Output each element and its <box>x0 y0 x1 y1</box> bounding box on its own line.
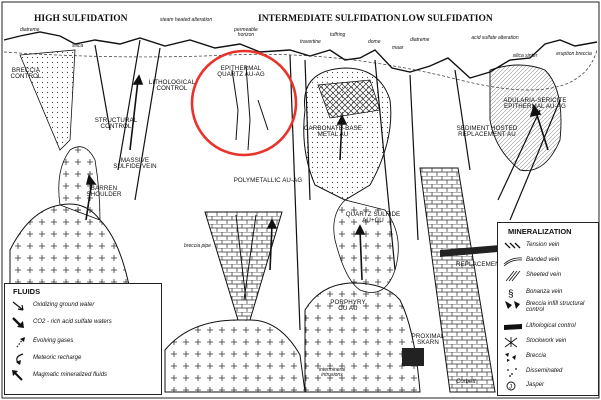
left-stock <box>58 146 101 221</box>
mineral-item-label: Stockwork vein <box>526 338 567 344</box>
label-replacement: REPLACEMENT <box>456 261 504 268</box>
label-permeable-horizon: permeable horizon <box>234 27 258 38</box>
breccia-infill-icon <box>505 301 520 309</box>
label-proximal-skarn: PROXIMAL SKARN <box>411 333 445 347</box>
fluids-item-label: CO2 - rich acid sulfate waters <box>33 319 112 325</box>
svg-text:§: § <box>508 289 514 299</box>
fluids-legend: FLUIDS Oxidizing ground water CO2 - rich… <box>4 283 162 395</box>
breccia-icon <box>505 353 516 362</box>
thick-arrow-icon <box>12 317 24 328</box>
ground-surface <box>3 31 598 79</box>
sediment-block <box>419 167 496 393</box>
fluids-item-label: Meteoric recharge <box>33 355 82 361</box>
header-intermediate-sulfidation: INTERMEDIATE SULFIDATION <box>258 14 401 24</box>
replacement-body <box>440 245 500 257</box>
fluids-item-label: Magmatic mineralized fluids <box>33 372 108 378</box>
faults <box>94 39 561 331</box>
label-carbonate-base: CARBONATE-BASE METAL Au <box>303 125 362 139</box>
tension-vein-icon <box>504 242 521 249</box>
mineralization-legend-title: MINERALIZATION <box>508 227 572 236</box>
mineral-item-label: Jasper <box>526 382 545 388</box>
label-diatreme-right: diatreme <box>410 37 430 43</box>
svg-text:J: J <box>509 385 512 391</box>
sheeted-vein-icon <box>505 270 521 282</box>
mineral-item-label: Banded vein <box>526 257 560 263</box>
solid-arrow-icon <box>12 370 23 381</box>
mineral-item-label: Disseminated <box>526 368 563 374</box>
jasper-icon: J <box>506 381 516 391</box>
label-tuffring: tuffring <box>330 32 346 38</box>
fluids-legend-title: FLUIDS <box>13 287 41 296</box>
label-lithological-control: LITHOLOGICAL CONTROL <box>148 79 196 93</box>
header-high-sulfidation: HIGH SULFIDATION <box>34 14 128 24</box>
label-breccia-pipe: breccia pipe <box>184 243 211 249</box>
label-silica: silica <box>72 43 84 49</box>
label-adularia-sericite: ADULARIA-SERICITE EPITHERMAL Au-Ag <box>503 97 567 111</box>
right-dome <box>489 64 562 172</box>
label-massive-sulfide: MASSIVE SULFIDE VEIN <box>113 157 157 171</box>
highlight-circle <box>190 49 298 157</box>
label-dome: dome <box>368 39 381 45</box>
label-sediment-hosted: SEDIMENT HOSTED REPLACEMENT Au <box>456 125 518 139</box>
dotted-arrow-icon <box>16 337 25 348</box>
label-porphyry: PORPHYRY Cu Au <box>330 299 366 313</box>
label-diatreme-left: diatreme <box>20 27 40 33</box>
veins <box>231 65 269 301</box>
label-breccia-control: BRECCIA CONTROL <box>10 67 42 81</box>
mineralization-legend: MINERALIZATION Tension vein Banded vein … <box>497 222 599 396</box>
left-breccia-pipe <box>19 49 76 151</box>
banded-vein-icon <box>503 257 523 267</box>
skarn-body <box>402 348 424 366</box>
fluid-arrows <box>85 74 549 281</box>
label-structural-control: STRUCTURAL CONTROL <box>94 117 138 131</box>
label-travertine: travertine <box>300 39 321 45</box>
label-barren-shoulder: BARREN SHOULDER <box>86 185 122 199</box>
mineral-item-label: Bonanza vein <box>526 289 563 295</box>
curved-arrow-icon <box>16 353 24 365</box>
mineral-item-label: Lithological control <box>526 323 576 329</box>
lithological-control-icon <box>504 324 522 330</box>
mineral-item-label: Breccia <box>526 353 547 359</box>
bonanza-vein-icon: § <box>508 289 514 299</box>
open-arrow-icon <box>12 301 24 311</box>
disseminated-icon <box>507 368 517 377</box>
stockwork-vein-icon <box>504 337 518 348</box>
fluids-item-label: Evolving gases <box>33 338 74 344</box>
label-maar: maar <box>392 45 404 51</box>
label-epithermal-quartz: EPITHERMAL QUARTZ Au-Ag <box>217 65 265 79</box>
mineral-item-label: Sheeted vein <box>526 272 562 278</box>
fluids-item-label: Oxidizing ground water <box>33 302 95 308</box>
label-intermineral: intermineral intrusions <box>318 367 346 378</box>
label-polymetallic: POLYMETALLIC Au-Ag <box>233 177 303 184</box>
label-quartz-sulfide: QUARTZ SULFIDE Au+Cu <box>345 211 401 225</box>
header-low-sulfidation: LOW SULFIDATION <box>402 14 493 24</box>
credit-label: Corbett <box>456 379 476 385</box>
label-silica-sinter: silica sinter <box>512 53 538 59</box>
label-eruption-breccia: eruption breccia <box>556 51 592 57</box>
mineral-item-label: Breccia infill structural control <box>526 301 585 313</box>
label-acid-sulfate: acid sulfate alteration <box>471 35 519 41</box>
mineral-item-label: Tension vein <box>526 242 560 248</box>
central-intrusion <box>164 319 306 393</box>
label-steam-heated: steam heated alteration <box>159 17 213 23</box>
